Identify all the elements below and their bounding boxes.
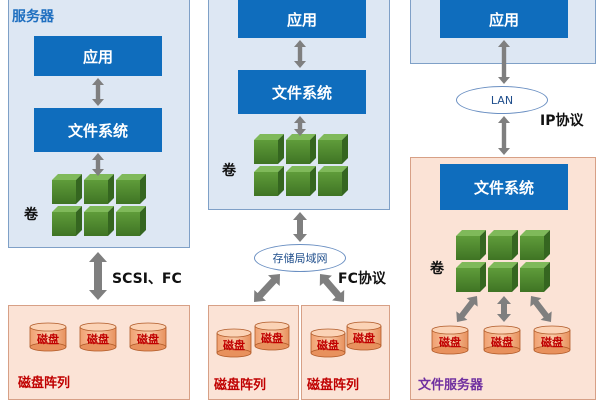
volume-cube — [254, 134, 284, 164]
app-box-left: 应用 — [34, 36, 162, 76]
disk-icon: 磁盘 — [310, 328, 346, 358]
volume-cube — [318, 166, 348, 196]
app-box-middle: 应用 — [238, 0, 366, 38]
disk-icon: 磁盘 — [483, 325, 521, 355]
filesystem-box-right: 文件系统 — [440, 164, 568, 210]
volume-cube — [254, 166, 284, 196]
volume-cube — [456, 262, 486, 292]
volume-cube — [488, 230, 518, 260]
server-array-arrow — [89, 252, 107, 300]
volume-cubes-left — [52, 174, 146, 236]
app-fs-arrow — [92, 78, 104, 106]
volume-cube — [318, 134, 348, 164]
volume-cube — [286, 166, 316, 196]
volume-cube — [84, 174, 114, 204]
disk-array-title-left: 磁盘阵列 — [18, 376, 71, 391]
app-lan-arrow — [498, 40, 510, 84]
disk-label: 磁盘 — [87, 332, 109, 346]
disk-label: 磁盘 — [223, 338, 245, 352]
volume-cube — [456, 230, 486, 260]
volume-disk-arrow — [497, 296, 511, 322]
volume-label-right: 卷 — [430, 261, 444, 277]
filesystem-box-middle: 文件系统 — [238, 70, 366, 114]
volume-label-middle: 卷 — [222, 163, 236, 179]
san-ellipse: 存储局域网 — [254, 244, 346, 272]
volume-disk-arrow — [456, 296, 478, 322]
disk-label: 磁盘 — [37, 332, 59, 346]
fs-volume-arrow — [294, 116, 306, 136]
disk-label: 磁盘 — [353, 331, 375, 345]
volume-cube — [286, 134, 316, 164]
disk-icon: 磁盘 — [431, 325, 469, 355]
disk-label: 磁盘 — [541, 335, 563, 349]
disk-label: 磁盘 — [261, 331, 283, 345]
volume-cube — [520, 262, 550, 292]
disk-icon: 磁盘 — [29, 322, 67, 352]
disk-label: 磁盘 — [137, 332, 159, 346]
volume-cube — [116, 174, 146, 204]
disk-icon: 磁盘 — [216, 328, 252, 358]
app-fs-arrow — [294, 40, 306, 68]
lan-ellipse: LAN — [456, 86, 548, 114]
volume-cube — [52, 206, 82, 236]
arrow-group — [89, 40, 552, 322]
ip-protocol-label: IP协议 — [540, 113, 584, 129]
server-title: 服务器 — [12, 9, 54, 25]
san-array1-arrow — [254, 274, 280, 302]
volume-label-left: 卷 — [24, 207, 38, 223]
volume-cube — [488, 262, 518, 292]
server-san-arrow — [293, 212, 307, 242]
volume-cubes-middle — [254, 134, 348, 196]
file-server-title: 文件服务器 — [418, 378, 484, 393]
disk-array-title-middle-2: 磁盘阵列 — [307, 378, 360, 393]
disk-icon: 磁盘 — [254, 321, 290, 351]
disk-array-panel-left — [8, 305, 190, 400]
disk-icon: 磁盘 — [346, 321, 382, 351]
disk-icon: 磁盘 — [533, 325, 571, 355]
volume-cube — [520, 230, 550, 260]
filesystem-box-left: 文件系统 — [34, 108, 162, 152]
disk-icon: 磁盘 — [129, 322, 167, 352]
volume-cubes-right — [456, 230, 550, 292]
disk-array-title-middle-1: 磁盘阵列 — [214, 378, 267, 393]
disk-label: 磁盘 — [491, 335, 513, 349]
volume-cube — [116, 206, 146, 236]
lan-fileserver-arrow — [498, 116, 510, 155]
volume-cube — [84, 206, 114, 236]
volume-cube — [52, 174, 82, 204]
fc-protocol-label: FC协议 — [338, 271, 386, 287]
fs-volume-arrow — [92, 153, 104, 176]
disk-group: 磁盘磁盘磁盘磁盘磁盘磁盘磁盘磁盘磁盘磁盘 — [29, 321, 571, 358]
disk-label: 磁盘 — [439, 335, 461, 349]
disk-icon: 磁盘 — [79, 322, 117, 352]
disk-label: 磁盘 — [317, 338, 339, 352]
san-array2-arrow — [319, 274, 345, 302]
link-label-left: SCSI、FC — [112, 271, 182, 287]
volume-disk-arrow — [530, 296, 552, 322]
app-box-right: 应用 — [440, 0, 568, 38]
